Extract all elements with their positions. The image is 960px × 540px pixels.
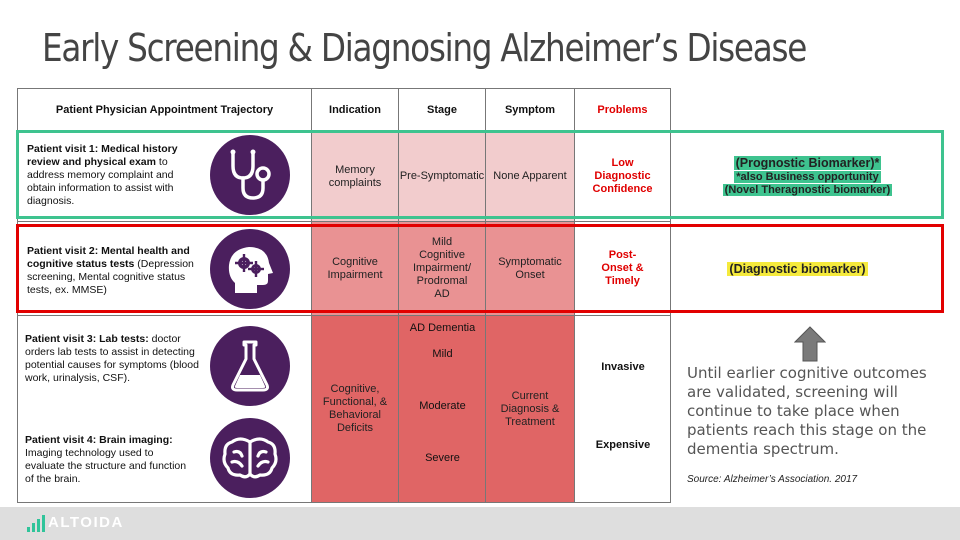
footer-bar: [0, 507, 960, 540]
row3-stage-cell: [399, 316, 486, 503]
header-trajectory: Patient Physician Appointment Trajectory: [17, 88, 312, 132]
diagnostic-highlight-frame: [16, 224, 944, 313]
row1-stage: Pre-Symptomatic: [399, 132, 486, 222]
visit-1-text: Patient visit 1: Medical history review …: [27, 143, 197, 208]
prognostic-highlight-frame: [16, 130, 944, 219]
novel-biomarker: (Novel Theragnostic biomarker): [700, 184, 915, 197]
row1-indication: Memory complaints: [312, 132, 399, 222]
row2-symptom: Symptomatic Onset: [486, 222, 575, 316]
stage-severe: Severe: [425, 452, 460, 464]
flask-icon: [210, 326, 290, 406]
visit-2-text: Patient visit 2: Mental health and cogni…: [27, 245, 202, 297]
visit-4-text: Patient visit 4: Brain imaging: Imaging …: [25, 434, 195, 486]
visit-4-desc: Imaging technology used to evaluate the …: [25, 447, 187, 485]
slide-title: Early Screening & Diagnosing Alzheimer’s…: [42, 26, 807, 70]
altoida-logo-bars-icon: [27, 515, 45, 532]
source-citation: Source: Alzheimer’s Association. 2017: [687, 474, 858, 485]
business-opportunity-label: *also Business opportunity: [734, 171, 881, 183]
header-problems: Problems: [575, 88, 671, 132]
diagnostic-biomarker-label: (Diagnostic biomarker): [727, 262, 868, 276]
novel-biomarker-label: (Novel Theragnostic biomarker): [722, 184, 893, 196]
footer-logo: ALTOIDA: [48, 514, 124, 531]
header-stage: Stage: [399, 88, 486, 132]
row2-problem: Post-Onset & Timely: [575, 222, 671, 316]
row2-stage: Mild Cognitive Impairment/ Prodromal AD: [399, 222, 486, 316]
problem-invasive: Invasive: [601, 361, 645, 373]
visit-3-title: Patient visit 3: Lab tests:: [25, 333, 149, 345]
business-opportunity: *also Business opportunity: [700, 171, 915, 184]
visit-1-title: Patient visit 1: Medical history review …: [27, 143, 178, 168]
header-symptom: Symptom: [486, 88, 575, 132]
prognostic-biomarker: (Prognostic Biomarker)*: [700, 156, 915, 171]
prognostic-biomarker-label: (Prognostic Biomarker)*: [733, 156, 882, 170]
brain-icon: [210, 418, 290, 498]
visit-3-text: Patient visit 3: Lab tests: doctor order…: [25, 333, 200, 385]
visit-4-title: Patient visit 4: Brain imaging:: [25, 434, 173, 446]
stage-mild: Mild: [432, 348, 453, 360]
stage-moderate: Moderate: [419, 400, 466, 412]
visit-1-desc: to address memory complaint and obtain i…: [27, 156, 174, 207]
visit-2-desc: (Depression screening, Mental cognitive …: [27, 258, 194, 296]
brain-gears-head-icon: [210, 229, 290, 309]
up-arrow-icon: [794, 326, 826, 362]
header-indication: Indication: [312, 88, 399, 132]
visit-3-desc: doctor orders lab tests to assist in det…: [25, 333, 199, 384]
row3-problem-cell: [575, 316, 671, 503]
diagnostic-biomarker: (Diagnostic biomarker): [700, 262, 895, 277]
visit-2-title: Patient visit 2: Mental health and cogni…: [27, 245, 190, 270]
stethoscope-icon: [210, 135, 290, 215]
row3-indication: Cognitive, Functional, & Behavioral Defi…: [312, 316, 399, 503]
row2-indication: Cognitive Impairment: [312, 222, 399, 316]
problem-expensive: Expensive: [595, 439, 651, 451]
row3-symptom: Current Diagnosis & Treatment: [486, 316, 575, 503]
row1-problem: Low Diagnostic Confidence: [575, 132, 671, 222]
row1-symptom: None Apparent: [486, 132, 575, 222]
screening-note: Until earlier cognitive outcomes are val…: [687, 364, 927, 458]
stage-ad-dementia: AD Dementia: [409, 322, 476, 334]
